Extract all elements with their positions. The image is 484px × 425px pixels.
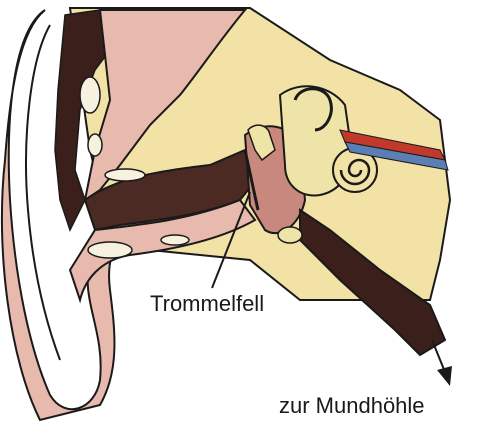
- mouth-arrow-head: [437, 366, 452, 386]
- helix-rim: [26, 25, 60, 360]
- cartilage-spot: [161, 235, 189, 245]
- cartilage-spot: [80, 77, 100, 113]
- cartilage-spot: [88, 242, 132, 258]
- eardrum-label: Trommelfell: [150, 291, 264, 317]
- mastoid-lobule: [278, 227, 302, 243]
- cartilage-spot: [88, 134, 102, 156]
- to-mouth-label: zur Mundhöhle: [279, 393, 425, 419]
- cartilage-spot: [105, 169, 145, 181]
